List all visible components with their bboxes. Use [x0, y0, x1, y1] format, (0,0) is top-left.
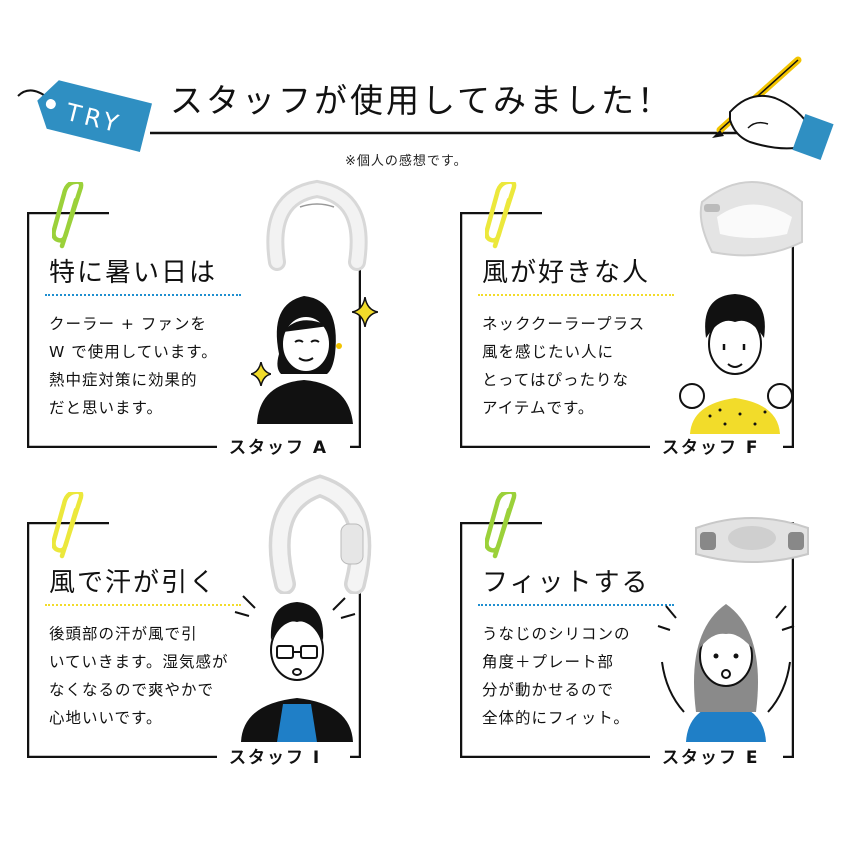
comment-line: 角度＋プレート部	[482, 653, 615, 671]
comment-line: 分が動かせるので	[482, 681, 615, 699]
card-title: 風で汗が引く	[49, 568, 218, 598]
neck-fan-product-image	[695, 517, 809, 563]
staff-e-illustration	[657, 604, 795, 742]
paperclip-icon	[485, 182, 517, 249]
try-tag-icon	[37, 80, 152, 153]
staff-card-f: 風が好きな人 ネッククーラープラス 風を感じたい人に とってはぴったりな アイテ…	[460, 181, 803, 460]
card-title: フィットする	[482, 568, 650, 598]
neck-fan-product-image	[268, 474, 372, 594]
sparkle-icon	[352, 297, 378, 327]
comment-line: アイテムです。	[482, 399, 595, 417]
comment-line: 熱中症対策に効果的	[49, 371, 198, 389]
comment-line: だと思います。	[49, 399, 163, 417]
disclaimer: ※個人の感想です。	[345, 154, 468, 169]
comment-line: なくなるので爽やかで	[49, 681, 215, 699]
comment-line: 風を感じたい人に	[482, 343, 615, 361]
comment-line: いていきます。湿気感が	[49, 653, 229, 671]
comment-line: 全体的にフィット。	[482, 709, 630, 727]
comment-line: クーラー + ファンを	[49, 315, 207, 333]
card-comment: 後頭部の汗が風で引 いていきます。湿気感が なくなるので爽やかで 心地いいです。	[49, 620, 229, 732]
staff-i-illustration	[234, 595, 356, 742]
staff-card-a: 特に暑い日は クーラー + ファンを W で使用しています。 熱中症対策に効果的…	[27, 179, 378, 460]
title-underline	[45, 604, 241, 606]
staff-name: スタッフ F	[656, 436, 766, 460]
sparkle-icon	[251, 362, 271, 386]
comment-line: 心地いいです。	[49, 709, 163, 727]
page-title: スタッフが使用してみました！	[170, 81, 674, 120]
card-comment: クーラー + ファンを W で使用しています。 熱中症対策に効果的 だと思います…	[49, 310, 218, 422]
neck-fan-product-image	[699, 181, 803, 257]
card-title: 特に暑い日は	[49, 258, 218, 288]
comment-line: ネッククーラープラス	[482, 315, 646, 333]
card-comment: うなじのシリコンの 角度＋プレート部 分が動かせるので 全体的にフィット。	[482, 620, 631, 732]
paperclip-icon	[52, 492, 84, 559]
card-title: 風が好きな人	[482, 258, 651, 288]
comment-line: うなじのシリコンの	[482, 625, 631, 643]
card-comment: ネッククーラープラス 風を感じたい人に とってはぴったりな アイテムです。	[482, 310, 645, 422]
staff-a-illustration	[257, 296, 353, 424]
paperclip-icon	[52, 182, 84, 249]
neck-fan-product-image	[266, 179, 368, 271]
title-underline	[478, 604, 674, 606]
comment-line: 後頭部の汗が風で引	[49, 625, 198, 643]
comment-line: とってはぴったりな	[482, 371, 629, 389]
staff-name: スタッフ A	[223, 436, 335, 460]
title-underline	[478, 294, 674, 296]
staff-name: スタッフ E	[656, 746, 766, 770]
staff-card-e: フィットする うなじのシリコンの 角度＋プレート部 分が動かせるので 全体的にフ…	[460, 492, 809, 770]
staff-card-i: 風で汗が引く 後頭部の汗が風で引 いていきます。湿気感が なくなるので爽やかで …	[27, 474, 372, 770]
comment-line: W で使用しています。	[49, 343, 218, 361]
staff-f-illustration	[679, 294, 793, 434]
staff-name: スタッフ I	[223, 746, 328, 770]
paperclip-icon	[485, 492, 517, 559]
title-underline	[45, 294, 241, 296]
writing-hand-icon	[712, 56, 834, 160]
